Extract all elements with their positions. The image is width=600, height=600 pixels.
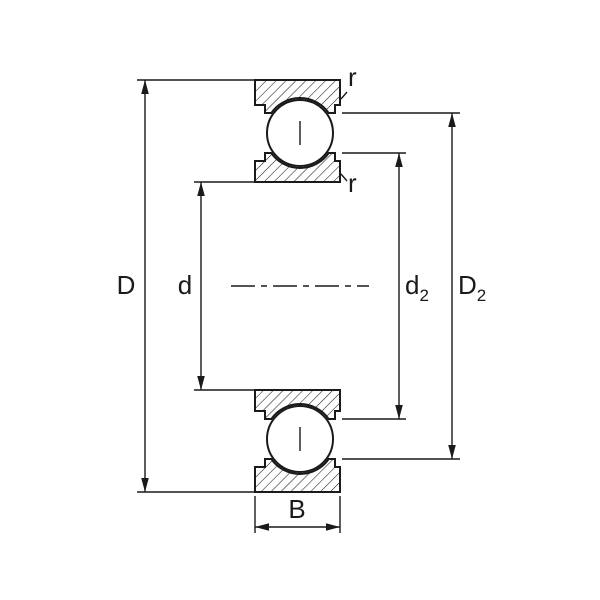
dimension-B: B — [254, 494, 341, 533]
radius-leader-outer — [340, 91, 348, 100]
dim-label-D2: D2 — [458, 270, 486, 305]
dimension-D2: D2 — [342, 112, 486, 460]
dimension-D: D — [117, 79, 255, 493]
dim-label-D2-sub: 2 — [477, 286, 486, 305]
radius-callout-outer: r — [340, 62, 357, 100]
dimension-d2: d2 — [342, 152, 429, 420]
outer-ring-top-section — [254, 79, 341, 114]
dim-label-D2-base: D — [458, 270, 477, 300]
radius-label-outer: r — [348, 62, 357, 92]
dimension-d: d — [178, 181, 255, 391]
outer-ring-bottom-section — [254, 458, 341, 493]
bearing-bottom-section — [254, 389, 341, 493]
inner-ring-top-section — [254, 152, 341, 183]
radius-leader-inner — [340, 173, 348, 182]
dim-label-d2-sub: 2 — [419, 286, 428, 305]
radius-callout-inner: r — [340, 168, 357, 198]
inner-ring-bottom-section — [254, 389, 341, 420]
dim-label-d2-base: d — [405, 270, 419, 300]
bearing-top-section — [254, 79, 341, 183]
radius-label-inner: r — [348, 168, 357, 198]
dim-label-d2: d2 — [405, 270, 429, 305]
dim-label-D: D — [117, 270, 136, 300]
dim-label-B: B — [288, 494, 305, 524]
dim-label-d: d — [178, 270, 192, 300]
